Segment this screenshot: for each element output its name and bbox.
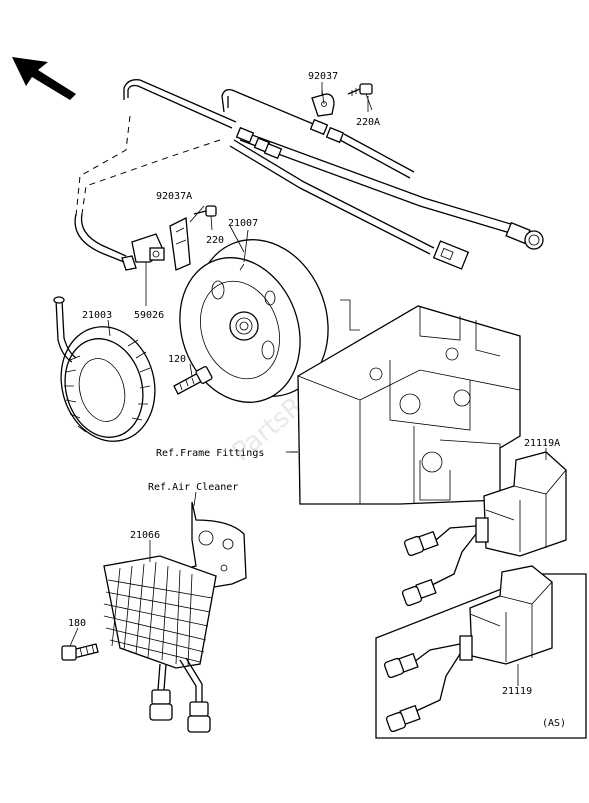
label-92037A: 92037A xyxy=(156,191,192,202)
cdi-21119 xyxy=(383,565,553,733)
label-ref-air-cleaner: Ref.Air Cleaner xyxy=(148,482,238,493)
label-120: 120 xyxy=(168,354,186,365)
label-21066: 21066 xyxy=(130,530,160,541)
cdi-21119A xyxy=(401,451,567,607)
rotor-21007 xyxy=(179,225,329,403)
reg-connector-right xyxy=(187,701,211,733)
bolt-120 xyxy=(173,366,213,395)
leader-lines xyxy=(69,82,547,686)
wiring-harness xyxy=(74,79,544,270)
reg-connector-left xyxy=(149,689,173,721)
connector-b1 xyxy=(383,652,419,679)
label-21119: 21119 xyxy=(502,686,532,697)
label-ref-frame-fittings: Ref.Frame Fittings xyxy=(156,448,264,459)
bracket-92037A xyxy=(169,216,191,271)
label-as: (AS) xyxy=(542,718,566,729)
label-59026: 59026 xyxy=(134,310,164,321)
label-220A: 220A xyxy=(356,117,380,128)
frame-fittings xyxy=(290,299,521,505)
label-21007: 21007 xyxy=(228,218,258,229)
rect-connector xyxy=(432,240,470,270)
bolt-220 xyxy=(193,205,217,231)
label-21003: 21003 xyxy=(82,310,112,321)
label-92037: 92037 xyxy=(308,71,338,82)
pickup-coil-59026 xyxy=(121,233,165,282)
stator-21003 xyxy=(53,296,156,442)
clamp-92037 xyxy=(311,89,335,117)
arrow-up-left-icon xyxy=(12,57,76,100)
round-connector xyxy=(505,221,544,250)
connector-b2 xyxy=(385,704,421,733)
connector-a1 xyxy=(403,530,439,557)
label-21119A: 21119A xyxy=(524,438,560,449)
bolt-220A xyxy=(347,83,373,111)
label-180: 180 xyxy=(68,618,86,629)
label-220: 220 xyxy=(206,235,224,246)
bolt-180 xyxy=(61,643,99,661)
regulator-21066 xyxy=(103,555,217,733)
connector-a2 xyxy=(401,578,437,607)
